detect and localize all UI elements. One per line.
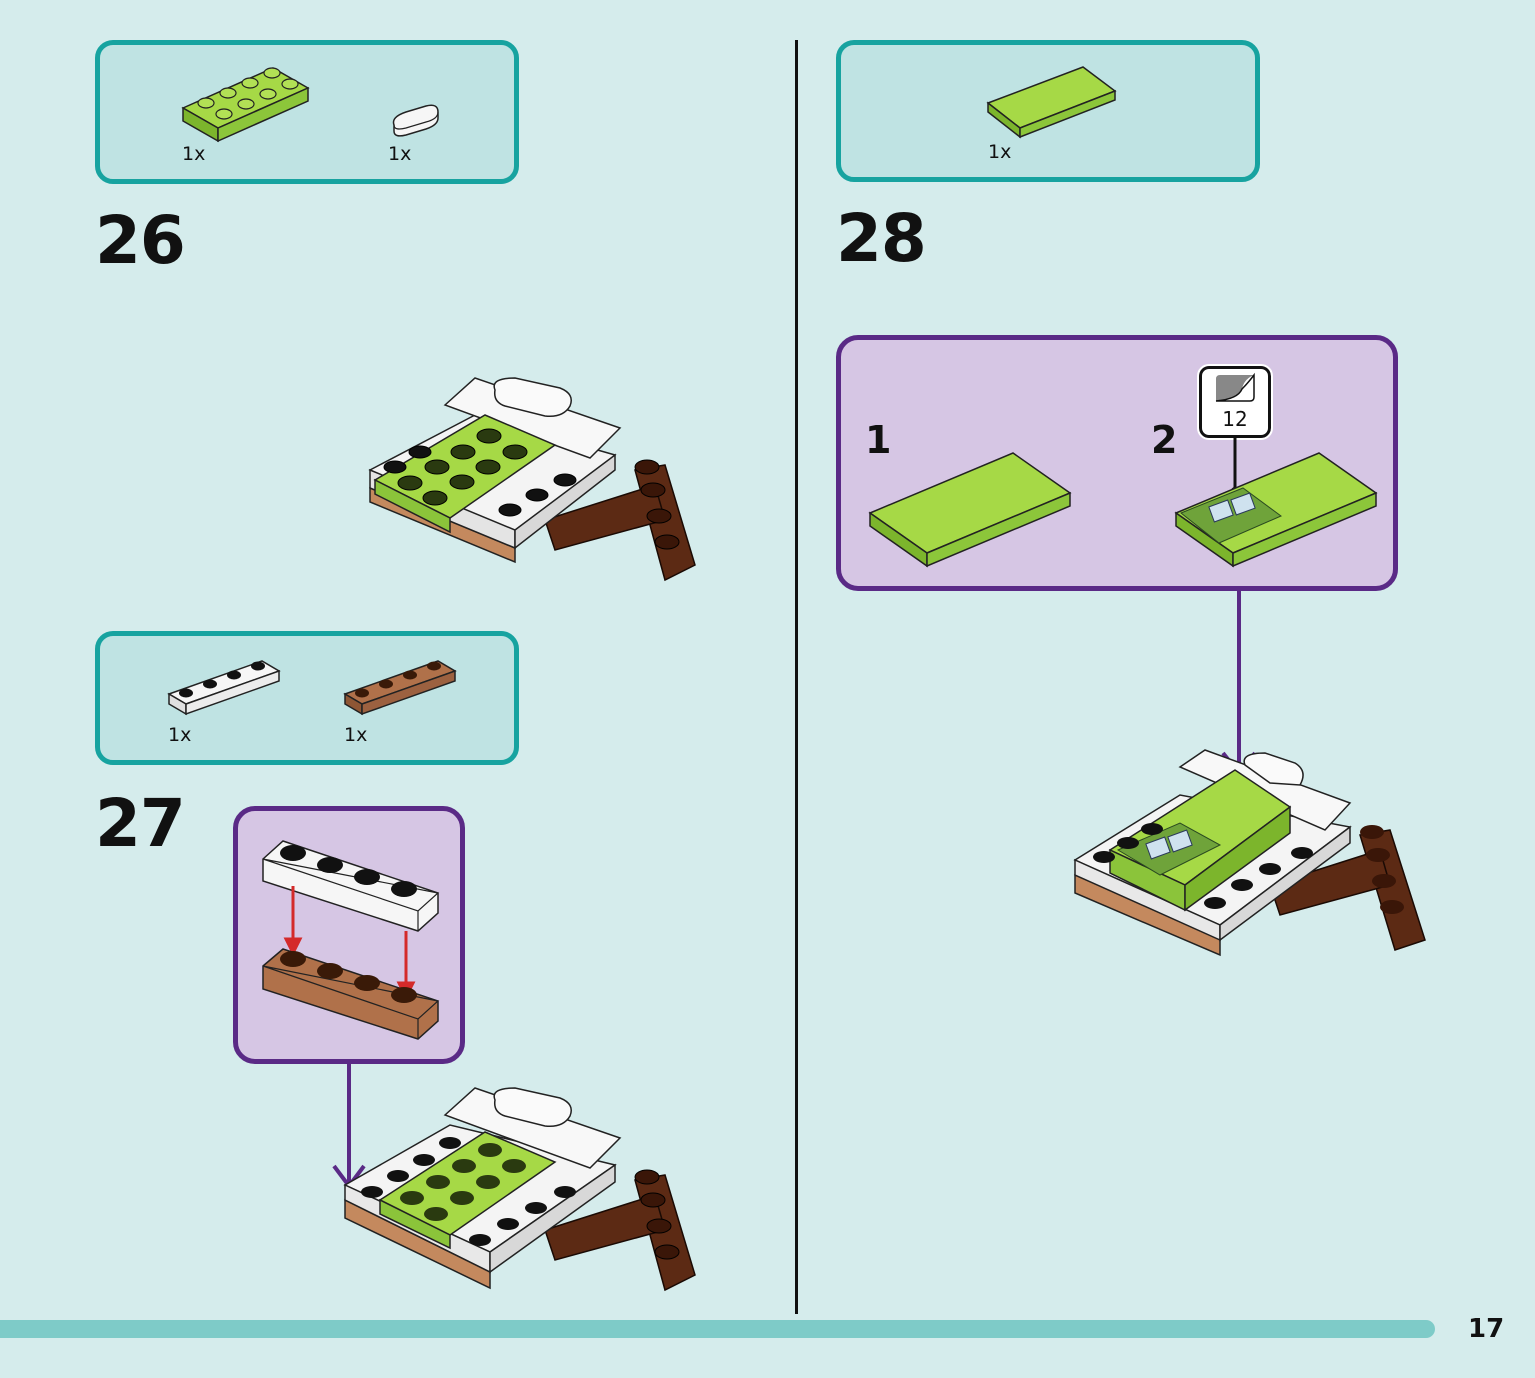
column-divider xyxy=(795,40,798,1314)
brown-plate-1x4-icon xyxy=(343,660,457,716)
lime-plate-2x4-icon xyxy=(181,67,310,143)
substep-number: 2 xyxy=(1151,418,1178,462)
substep-number: 1 xyxy=(865,418,892,462)
sticker-icon xyxy=(1215,372,1255,402)
qty-label: 1x xyxy=(344,724,368,746)
step-28-model-illustration xyxy=(1073,749,1426,957)
qty-label: 1x xyxy=(988,141,1012,163)
qty-label: 1x xyxy=(182,143,206,165)
step-number: 26 xyxy=(95,202,186,279)
lime-tile-illustration xyxy=(868,452,1072,568)
plate-attach-diagram xyxy=(262,840,440,1040)
qty-label: 1x xyxy=(388,143,412,165)
parts-list-step-26: 1x 1x xyxy=(95,40,519,184)
step-number: 28 xyxy=(836,200,927,277)
footer-bar xyxy=(0,1320,1435,1338)
qty-label: 1x xyxy=(168,724,192,746)
page-number: 17 xyxy=(1468,1314,1505,1344)
sticker-badge: 12 xyxy=(1197,364,1273,440)
white-tile-round-icon xyxy=(392,104,439,137)
step-27-model-illustration xyxy=(343,1087,696,1292)
callout-step-28: 1 2 12 xyxy=(836,335,1398,591)
step-number: 27 xyxy=(95,785,186,862)
callout-step-27 xyxy=(233,806,465,1064)
lime-tile-2x4-icon xyxy=(986,66,1117,139)
step-26-model-illustration xyxy=(368,377,696,582)
parts-list-step-28: 1x xyxy=(836,40,1260,182)
lime-tile-with-sticker-illustration xyxy=(1174,452,1378,568)
parts-list-step-27: 1x 1x xyxy=(95,631,519,765)
white-plate-1x4-icon xyxy=(167,660,281,716)
sticker-number: 12 xyxy=(1222,407,1248,431)
